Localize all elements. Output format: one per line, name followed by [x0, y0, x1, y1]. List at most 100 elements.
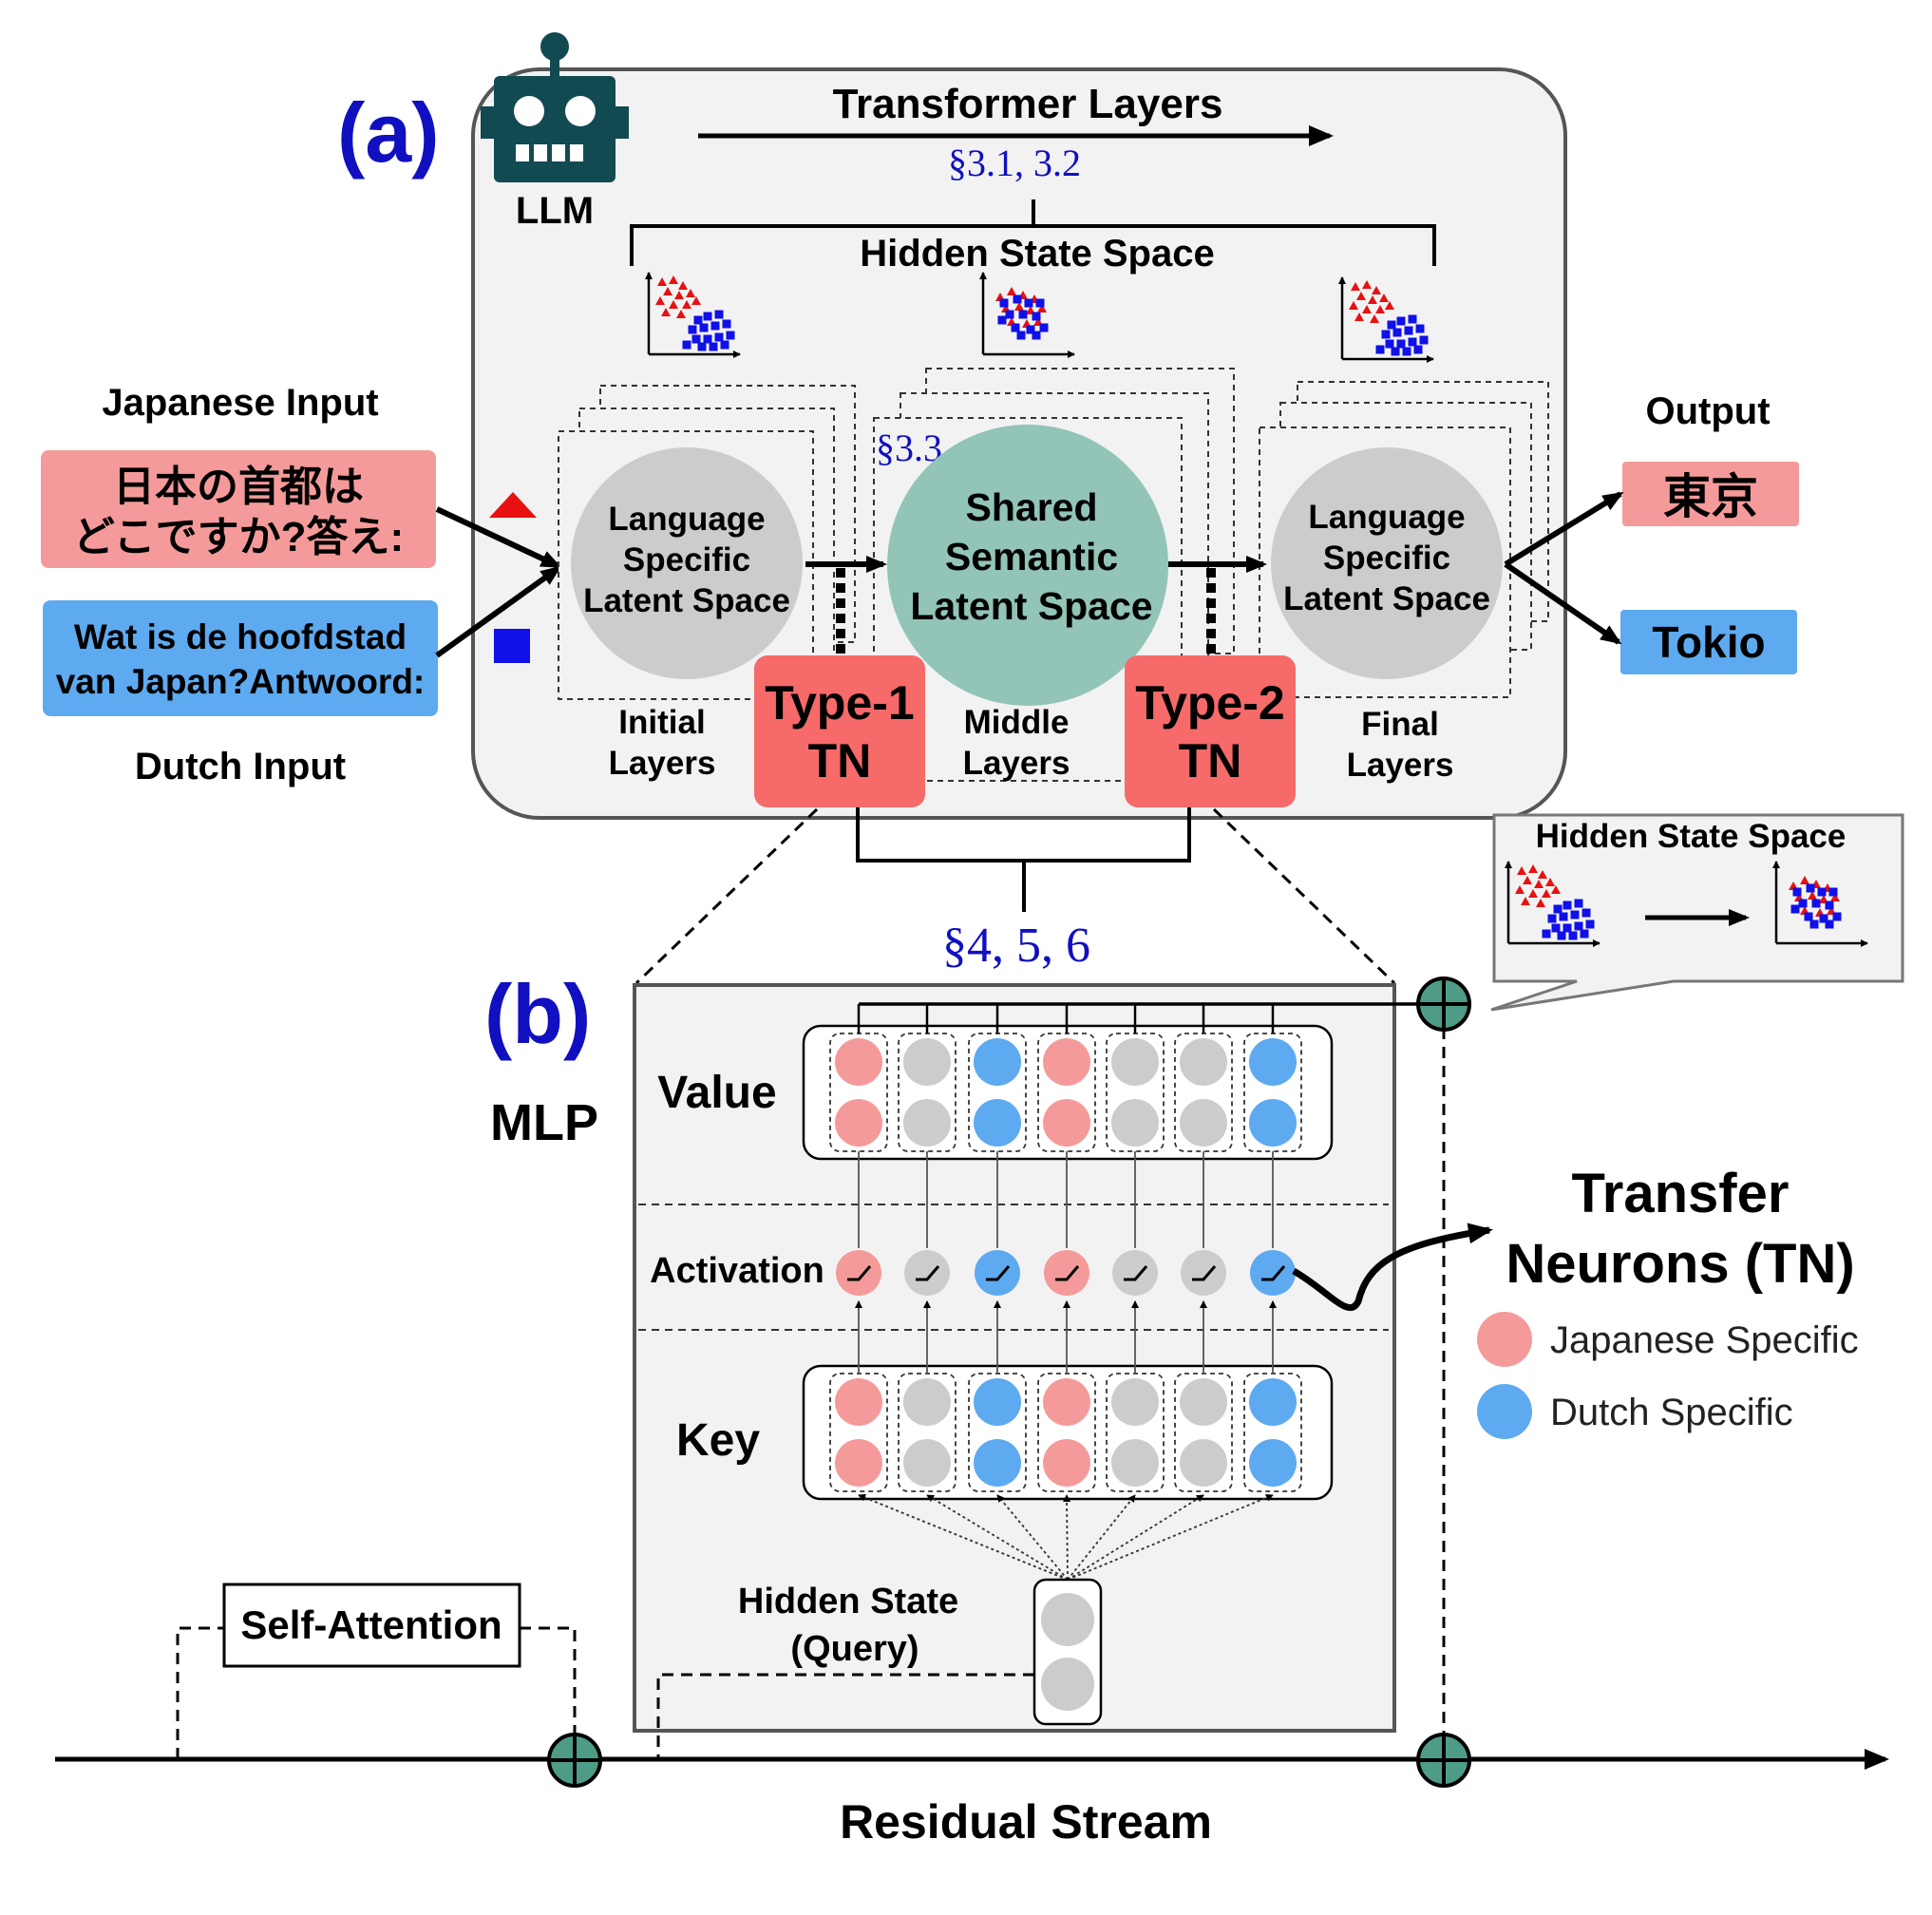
scatter-triangle	[1538, 870, 1547, 879]
key-neuron	[903, 1378, 951, 1426]
scatter-triangle	[655, 296, 665, 305]
scatter-square	[726, 331, 735, 340]
legend: Transfer Neurons (TN) Japanese Specific …	[1292, 1163, 1859, 1439]
scatter-triangle	[678, 281, 688, 290]
scatter-square	[1563, 901, 1572, 910]
scatter-triangle	[676, 310, 686, 318]
relu-icon	[986, 1265, 1011, 1281]
scatter-triangle	[669, 275, 678, 284]
activation-neuron	[975, 1250, 1020, 1296]
shared-circle-line1: Shared	[966, 485, 1098, 529]
residual-stream: Residual Stream Self-Attention	[55, 976, 1889, 1849]
type1-tn-box	[754, 655, 925, 807]
output-japanese-arrow	[1504, 491, 1624, 567]
panel-a-label: (a)	[337, 85, 440, 180]
middle-caption-line1: Middle	[964, 704, 1070, 741]
key-neuron	[974, 1378, 1021, 1426]
scatter-square	[1413, 345, 1423, 354]
scatter-square	[709, 342, 718, 351]
dutch-square-icon	[494, 629, 530, 663]
scatter-square	[1806, 883, 1815, 893]
initial-circle-line1: Language	[608, 501, 765, 538]
value-label: Value	[657, 1068, 776, 1118]
add-value-icon	[1416, 976, 1471, 1032]
output-caption: Output	[1645, 390, 1770, 432]
query-neuron-2	[1041, 1658, 1094, 1711]
query-to-residual-line	[656, 1673, 1034, 1759]
scatter-triangle	[1800, 876, 1809, 884]
scatter-square	[1018, 310, 1028, 319]
value-neuron	[1111, 1099, 1159, 1147]
value-neuron	[903, 1038, 951, 1086]
output-dutch-arrow	[1504, 561, 1622, 645]
attention-bypass-line	[176, 1626, 577, 1759]
scatter-triangle	[1007, 287, 1016, 295]
section-ref-bottom: §4, 5, 6	[942, 919, 1090, 973]
query-to-key-arrow	[996, 1494, 1069, 1581]
scatter-square	[722, 319, 731, 329]
middle-caption-line2: Layers	[963, 745, 1070, 782]
scatter-triangle	[1830, 893, 1840, 901]
scatter-square	[1832, 912, 1842, 921]
scatter-square	[1024, 298, 1033, 308]
japanese-input-box	[41, 450, 436, 568]
japanese-input-line1: 日本の首都は	[113, 464, 364, 510]
legend-dutch-swatch	[1477, 1384, 1532, 1439]
llm-label: LLM	[516, 190, 594, 232]
scatter-square	[1392, 328, 1402, 337]
japanese-triangle-icon	[489, 492, 537, 518]
scatter-triangle	[661, 308, 671, 316]
scatter-square	[999, 298, 1009, 308]
scatter-square	[710, 321, 720, 331]
initial-caption-line1: Initial	[618, 704, 705, 741]
query-to-key-arrow	[926, 1494, 1069, 1581]
scatter-square	[1551, 923, 1561, 933]
key-neuron	[835, 1439, 882, 1487]
scatter-square	[1542, 929, 1551, 939]
value-neuron	[1043, 1099, 1090, 1147]
query-neuron-1	[1041, 1593, 1094, 1646]
scatter-square	[1580, 929, 1589, 939]
scatter-triangle	[1545, 878, 1555, 886]
legend-japanese-label: Japanese Specific	[1550, 1319, 1859, 1361]
scatter-square	[682, 340, 691, 350]
scatter-square	[1396, 339, 1406, 349]
scatter-triangle	[1351, 282, 1360, 291]
scatter-plot-initial	[645, 272, 741, 358]
scatter-square	[697, 342, 707, 351]
type1-tn-line2: TN	[808, 734, 872, 787]
scatter-triangle	[682, 300, 691, 309]
scatter-triangle	[1517, 866, 1526, 875]
transformer-layers-label: Transformer Layers	[833, 81, 1223, 127]
key-neuron	[1111, 1378, 1159, 1426]
scatter-square	[1574, 921, 1583, 931]
hidden-state-callout: Hidden State Space	[1490, 813, 1904, 1012]
legend-title-line2: Neurons (TN)	[1506, 1233, 1854, 1295]
zoom-line-right	[1212, 807, 1396, 985]
legend-dutch-label: Dutch Specific	[1550, 1392, 1793, 1433]
scatter-triangle	[1521, 897, 1530, 905]
output-dutch-box	[1620, 610, 1797, 674]
section-ref-middle: §3.3	[876, 427, 942, 469]
scatter-triangle	[669, 300, 678, 309]
scatter-square	[1387, 320, 1396, 330]
section-ref-top: §3.1, 3.2	[948, 142, 1081, 184]
scatter-square	[1792, 887, 1802, 897]
add-attention-icon	[547, 1733, 602, 1788]
scatter-square	[1408, 337, 1417, 347]
scatter-triangle	[1379, 294, 1389, 302]
scatter-triangle	[686, 289, 695, 297]
final-circle-line1: Language	[1308, 499, 1465, 536]
final-caption-line1: Final	[1361, 706, 1439, 743]
japanese-input-caption: Japanese Input	[102, 382, 378, 424]
neuron-columns	[829, 1002, 1418, 1581]
scatter-square	[1005, 310, 1014, 319]
scatter-square	[1408, 314, 1417, 324]
scatter-triangle	[1536, 899, 1545, 907]
scatter-square	[1013, 294, 1022, 304]
key-neuron	[1249, 1439, 1297, 1487]
scatter-square	[1790, 904, 1800, 914]
scatter-triangle	[1356, 292, 1366, 300]
activation-neuron	[1250, 1250, 1296, 1296]
scatter-square	[1568, 931, 1578, 940]
